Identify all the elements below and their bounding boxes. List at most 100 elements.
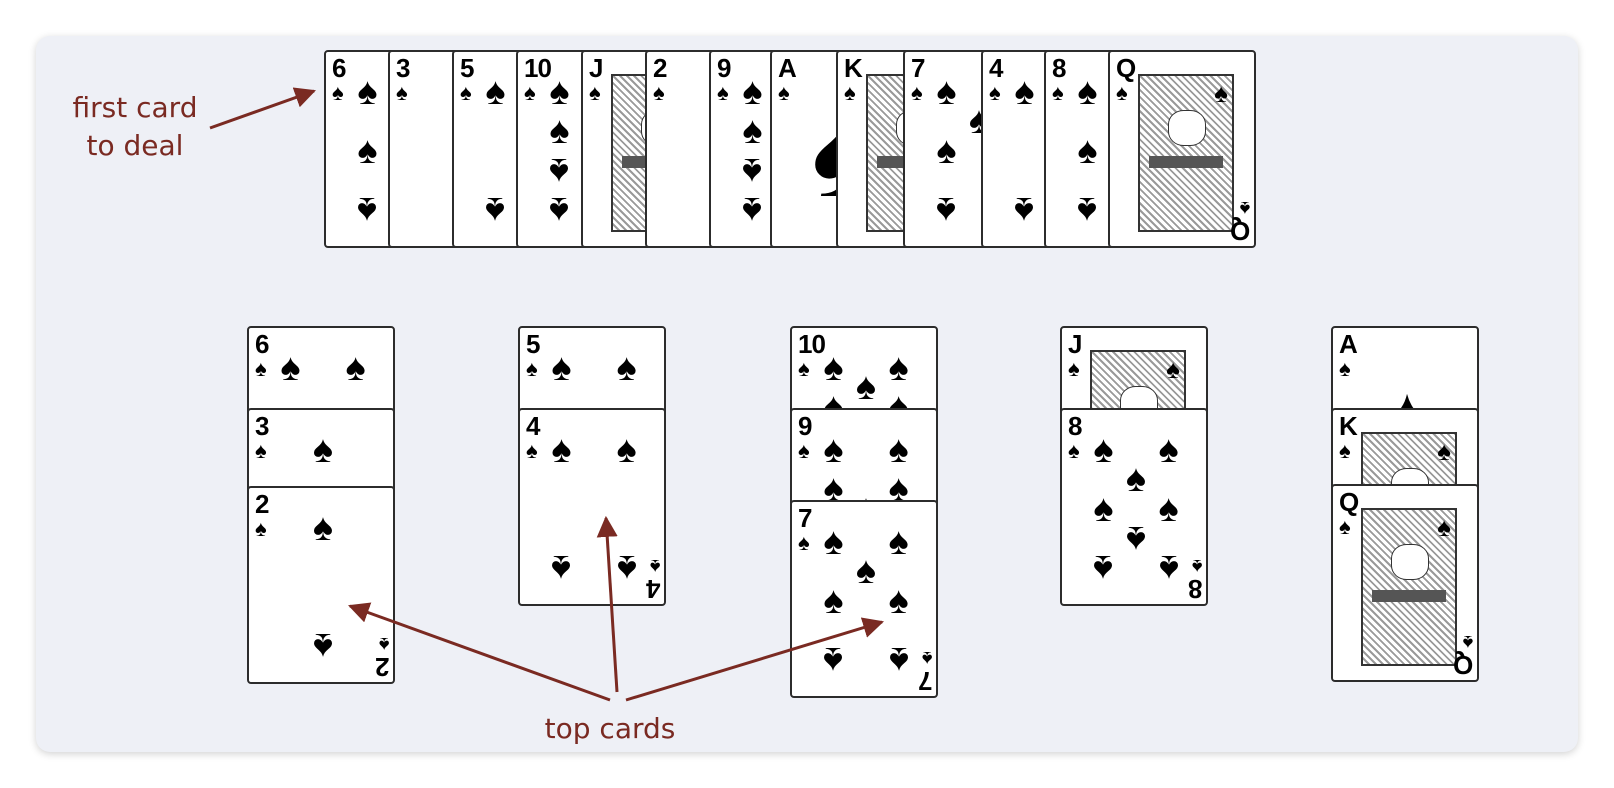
card-corner-bottom: 7♠ [917, 647, 932, 696]
spade-icon: ♠ [1191, 555, 1202, 577]
spade-pip-icon: ♠ [280, 346, 301, 389]
spade-icon: ♠ [1116, 80, 1128, 105]
spade-pip-icon: ♠ [742, 189, 763, 232]
card-rank: K [844, 53, 863, 83]
card-rank: Q [1452, 650, 1473, 680]
card-rank: 2 [255, 489, 270, 519]
spade-pip-icon: ♠ [551, 346, 572, 389]
spade-icon: ♠ [1339, 438, 1351, 463]
spade-pip-icon: ♠ [888, 520, 909, 563]
spade-pip-icon: ♠ [357, 189, 378, 232]
spade-icon: ♠ [255, 356, 267, 381]
spade-pip-icon: ♠ [823, 520, 844, 563]
spade-pip-icon: ♠ [742, 149, 763, 192]
spade-pip-icon: ♠ [888, 580, 909, 622]
spade-pip-icon: ♠ [1093, 488, 1114, 530]
card-rank: 7 [917, 666, 932, 696]
spade-icon: ♠ [844, 80, 856, 105]
portrait-head-icon [1167, 109, 1207, 146]
spade-icon: ♠ [989, 80, 1001, 105]
spade-pip-icon: ♠ [855, 366, 877, 409]
spade-pip-icon: ♠ [1077, 130, 1098, 172]
face-card-portrait-icon: ♠ [1361, 508, 1457, 666]
spade-icon: ♠ [1239, 197, 1250, 219]
spade-pip-icon: ♠ [485, 70, 506, 113]
spade-pip-icon: ♠ [742, 70, 763, 113]
spade-icon: ♠ [1068, 438, 1080, 463]
card-rank: Q [1339, 487, 1359, 517]
spade-pip-icon: ♠ [888, 346, 909, 389]
spade-icon: ♠ [911, 80, 923, 105]
spade-icon: ♠ [524, 80, 536, 105]
spade-pip-icon: ♠ [616, 547, 637, 590]
card-rank: 3 [255, 411, 270, 441]
spade-icon: ♠ [798, 530, 810, 555]
first-card-label: first card to deal [50, 89, 220, 165]
spade-icon: ♠ [396, 80, 408, 105]
portrait-belt-icon [1372, 590, 1446, 603]
first-card-label-line-1: first card [72, 91, 198, 124]
card-rank: 8 [1052, 53, 1067, 83]
spade-pip-icon: ♠ [823, 580, 844, 622]
card-rank: 2 [374, 652, 389, 682]
pile-top-card: 7♠♠♠♠♠♠♠♠7♠ [790, 500, 938, 698]
card-rank: 8 [1187, 574, 1202, 604]
card-rank: 10 [524, 53, 552, 83]
card-rank: Q [1116, 53, 1136, 83]
spade-pip-icon: ♠ [1093, 547, 1114, 590]
card-rank: 7 [911, 53, 926, 83]
face-card-portrait-icon: ♠ [1138, 74, 1234, 232]
spade-icon: ♠ [1339, 514, 1351, 539]
spade-pip-icon: ♠ [1158, 428, 1179, 471]
card-rank: 5 [460, 53, 475, 83]
card-rank: 6 [332, 53, 347, 83]
spade-icon: ♠ [798, 356, 810, 381]
spade-icon: ♠ [332, 80, 344, 105]
spade-icon: ♠ [526, 356, 538, 381]
card-rank: 7 [798, 503, 813, 533]
card-rank: J [589, 53, 604, 83]
spade-icon: ♠ [526, 438, 538, 463]
spade-pip-icon: ♠ [936, 189, 957, 232]
spade-pip-icon: ♠ [1014, 189, 1035, 232]
card-corner-bottom: 8♠ [1187, 555, 1202, 604]
top-cards-label: top cards [544, 712, 676, 745]
spade-icon: ♠ [1437, 436, 1451, 466]
spade-pip-icon: ♠ [936, 70, 957, 113]
spade-pip-icon: ♠ [551, 547, 572, 590]
spade-pip-icon: ♠ [357, 70, 378, 113]
card-corner-bottom: 2♠ [374, 633, 389, 682]
card-corner-bottom: 4♠ [645, 555, 660, 604]
card-corner-bottom: Q♠ [1230, 197, 1250, 246]
spade-icon: ♠ [649, 555, 660, 577]
card-rank: A [778, 53, 797, 83]
spade-icon: ♠ [717, 80, 729, 105]
card-rank: 9 [798, 411, 813, 441]
spade-pip-icon: ♠ [1125, 458, 1147, 501]
pile-top-card: 4♠♠♠♠♠4♠ [518, 408, 666, 606]
card-rank: 3 [396, 53, 411, 83]
card-rank: 8 [1068, 411, 1083, 441]
spade-pip-icon: ♠ [823, 428, 844, 471]
spade-pip-icon: ♠ [888, 468, 909, 511]
spade-pip-icon: ♠ [888, 639, 909, 682]
spade-icon: ♠ [921, 647, 932, 669]
first-card-label-line-2: to deal [86, 129, 184, 162]
card-rank: 2 [653, 53, 668, 83]
card-rank: 4 [645, 574, 660, 604]
spade-pip-icon: ♠ [1158, 488, 1179, 530]
spade-pip-icon: ♠ [1125, 517, 1147, 560]
card-rank: 4 [989, 53, 1004, 83]
spade-pip-icon: ♠ [855, 550, 877, 593]
spade-pip-icon: ♠ [823, 346, 844, 389]
spade-icon: ♠ [378, 633, 389, 655]
spade-icon: ♠ [1052, 80, 1064, 105]
card-rank: 9 [717, 53, 732, 83]
spade-pip-icon: ♠ [1158, 547, 1179, 590]
pile-top-card: 8♠♠♠♠♠♠♠♠♠8♠ [1060, 408, 1208, 606]
spade-pip-icon: ♠ [1077, 70, 1098, 113]
spade-icon: ♠ [653, 80, 665, 105]
card-rank: J [1068, 329, 1083, 359]
spade-icon: ♠ [589, 80, 601, 105]
card-corner-bottom: Q♠ [1452, 631, 1473, 680]
